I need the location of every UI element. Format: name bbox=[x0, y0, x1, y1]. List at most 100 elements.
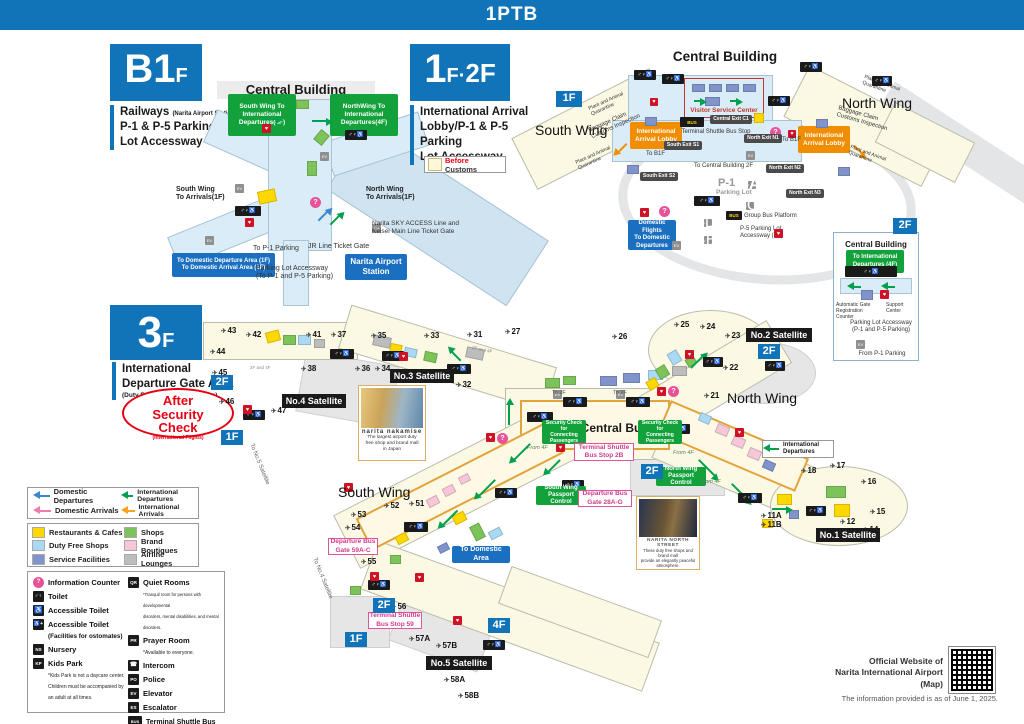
gate-41: 41 bbox=[306, 330, 321, 339]
area-block-shop bbox=[826, 486, 846, 498]
escalator-icon bbox=[128, 702, 139, 713]
aed-icon bbox=[788, 130, 796, 138]
departure-bus-gate-28-label: Departure Bus Gate 28A-G bbox=[578, 490, 632, 507]
gate-11a: 11A bbox=[761, 511, 781, 520]
dutyfree-swatch bbox=[32, 540, 45, 552]
b1f-description: Railways (Narita Airport Station) P-1 & … bbox=[110, 105, 250, 150]
security-check-connecting-south: Security Check for Connecting Passengers bbox=[542, 420, 586, 444]
f2-central-building-label: Central Building bbox=[845, 240, 907, 249]
toilet-icon bbox=[33, 591, 44, 602]
domestic-arrivals-arrow bbox=[33, 505, 51, 514]
gate-27: 27 bbox=[505, 327, 520, 336]
gate-36: 36 bbox=[355, 364, 370, 373]
kids-park-icon bbox=[33, 658, 44, 669]
gate-53: 53 bbox=[351, 510, 366, 519]
aed-icon bbox=[486, 433, 495, 442]
area-block-restaurant bbox=[777, 494, 792, 505]
gate-46: 46 bbox=[219, 397, 234, 406]
gate-47: 47 bbox=[271, 406, 286, 415]
intl-departures-map-legend: International Departures bbox=[762, 440, 834, 458]
north-exit-n3: North Exit N3 bbox=[786, 189, 824, 198]
toilet-icon-bar bbox=[768, 96, 790, 106]
lounges-swatch bbox=[124, 553, 137, 565]
toilet-icon-bar bbox=[662, 74, 684, 84]
legend-terminal-shuttle: Terminal Shuttle Bus Stop*When traveling… bbox=[128, 716, 224, 724]
south-wing-passport-control: South Wing Passport Control bbox=[536, 485, 586, 505]
north-exit-n2: North Exit N2 bbox=[766, 164, 804, 173]
toilet-icon-bar bbox=[765, 361, 785, 371]
toilet-icon-bar bbox=[382, 351, 404, 361]
toilet-icon-bar bbox=[330, 349, 354, 359]
gate-35: 35 bbox=[371, 331, 386, 340]
elevator-icon bbox=[616, 390, 625, 399]
b1f-north-arrivals-label: North Wing To Arrivals(1F) bbox=[366, 186, 415, 202]
f12-description: International Arrival Lobby/P-1 & P-5 Pa… bbox=[410, 105, 535, 165]
area-block-dutyfree bbox=[298, 335, 311, 345]
gate-44: 44 bbox=[210, 347, 225, 356]
toilet-icon-bar bbox=[872, 76, 892, 86]
parking-zone-f: F bbox=[704, 231, 716, 248]
elevator-icon bbox=[672, 241, 681, 250]
narita-north-street-card: NARITA NORTH STREET These duty free shop… bbox=[636, 496, 700, 570]
aed-icon bbox=[243, 405, 252, 414]
f1-north-wing-label: North Wing bbox=[842, 95, 913, 111]
legend-restaurants: Restaurants & Cafes bbox=[32, 526, 124, 539]
legend-airline-lounges: Airline Lounges bbox=[124, 550, 194, 568]
toilet-icon-bar bbox=[694, 196, 720, 206]
gate-22: 22 bbox=[723, 363, 738, 372]
departure-bus-gate-59-label: Departure Bus Gate 59A-C bbox=[328, 538, 378, 555]
elevator-icon bbox=[235, 184, 244, 193]
area-block-shop bbox=[468, 522, 487, 542]
information-icon bbox=[668, 386, 679, 397]
toilet-icon-bar bbox=[703, 357, 723, 367]
toilet-icon-bar bbox=[634, 70, 656, 80]
shops-swatch bbox=[124, 527, 137, 538]
from-p1-label: From P-1 Parking bbox=[858, 351, 906, 357]
aed-icon bbox=[640, 208, 649, 217]
gate-26: 26 bbox=[612, 332, 627, 341]
elevator-icon bbox=[553, 390, 562, 399]
legend-prayer-room: Prayer Room*Available to everyone. bbox=[128, 635, 224, 657]
gate-58a: 58A bbox=[444, 675, 465, 684]
intl-arrival-lobby-north: International Arrival Lobby bbox=[798, 126, 850, 153]
area-block-restaurant bbox=[754, 113, 764, 123]
aed-icon bbox=[735, 428, 744, 437]
elevator-icon bbox=[320, 152, 329, 161]
domestic-flights-box: Domestic Flights To Domestic Departures bbox=[628, 220, 676, 250]
b1f-parking-accessway-label: Parking Lot Accessway (To P-1 and P-5 Pa… bbox=[256, 265, 334, 281]
intl-departures-arrow bbox=[881, 282, 895, 290]
to-central-building-2f-label: To Central Building 2F bbox=[694, 163, 754, 169]
toilet-icon-bar bbox=[447, 364, 471, 374]
intl-departures-arrow bbox=[772, 508, 790, 510]
legend-information-counter: Information Counter bbox=[33, 577, 125, 588]
aed-icon bbox=[774, 229, 783, 238]
nakamise-description: The largest airport duty free shop and b… bbox=[365, 435, 419, 452]
b1f-to-p1-label: To P-1 Parking bbox=[253, 245, 299, 252]
stairs-2f-4f-label: 2F and 4F bbox=[250, 365, 271, 370]
information-icon bbox=[310, 197, 321, 208]
elevator-icon bbox=[128, 688, 139, 699]
south-exit-s2: South Exit S2 bbox=[640, 172, 678, 181]
b1f-south-arrivals-label: South Wing To Arrivals(1F) bbox=[176, 186, 225, 202]
nursery-icon bbox=[33, 644, 44, 655]
b1f-floor-accessway bbox=[283, 240, 309, 306]
gate-32: 32 bbox=[456, 380, 471, 389]
legend-international-departures: International Departures bbox=[120, 489, 198, 503]
parking-zone-d: D bbox=[704, 214, 716, 231]
area-block-shop bbox=[307, 161, 317, 176]
north-street-description: These duty free shops and brand mall pro… bbox=[640, 548, 696, 569]
no1-satellite-label: No.1 Satellite bbox=[816, 528, 880, 542]
nakamise-photo bbox=[361, 388, 423, 428]
toilet-icon-bar bbox=[845, 266, 897, 277]
b1f-skyaccess-label: Narita SKY ACCESS Line and Keisei Main L… bbox=[372, 220, 459, 235]
aed-icon bbox=[370, 572, 379, 581]
legend-kids-park: Kids Park*Kids Park is not a daycare cen… bbox=[33, 658, 125, 702]
gate-16: 16 bbox=[861, 477, 876, 486]
f1-south-wing-label: South Wing bbox=[535, 122, 608, 138]
toilet-icon-bar bbox=[368, 580, 390, 590]
legend-intercom: Intercom bbox=[128, 660, 224, 671]
area-block-shop bbox=[296, 100, 309, 109]
legend-domestic-departures: Domestic Departures bbox=[28, 487, 122, 505]
official-website-label: Official Website of Narita International… bbox=[835, 656, 943, 689]
